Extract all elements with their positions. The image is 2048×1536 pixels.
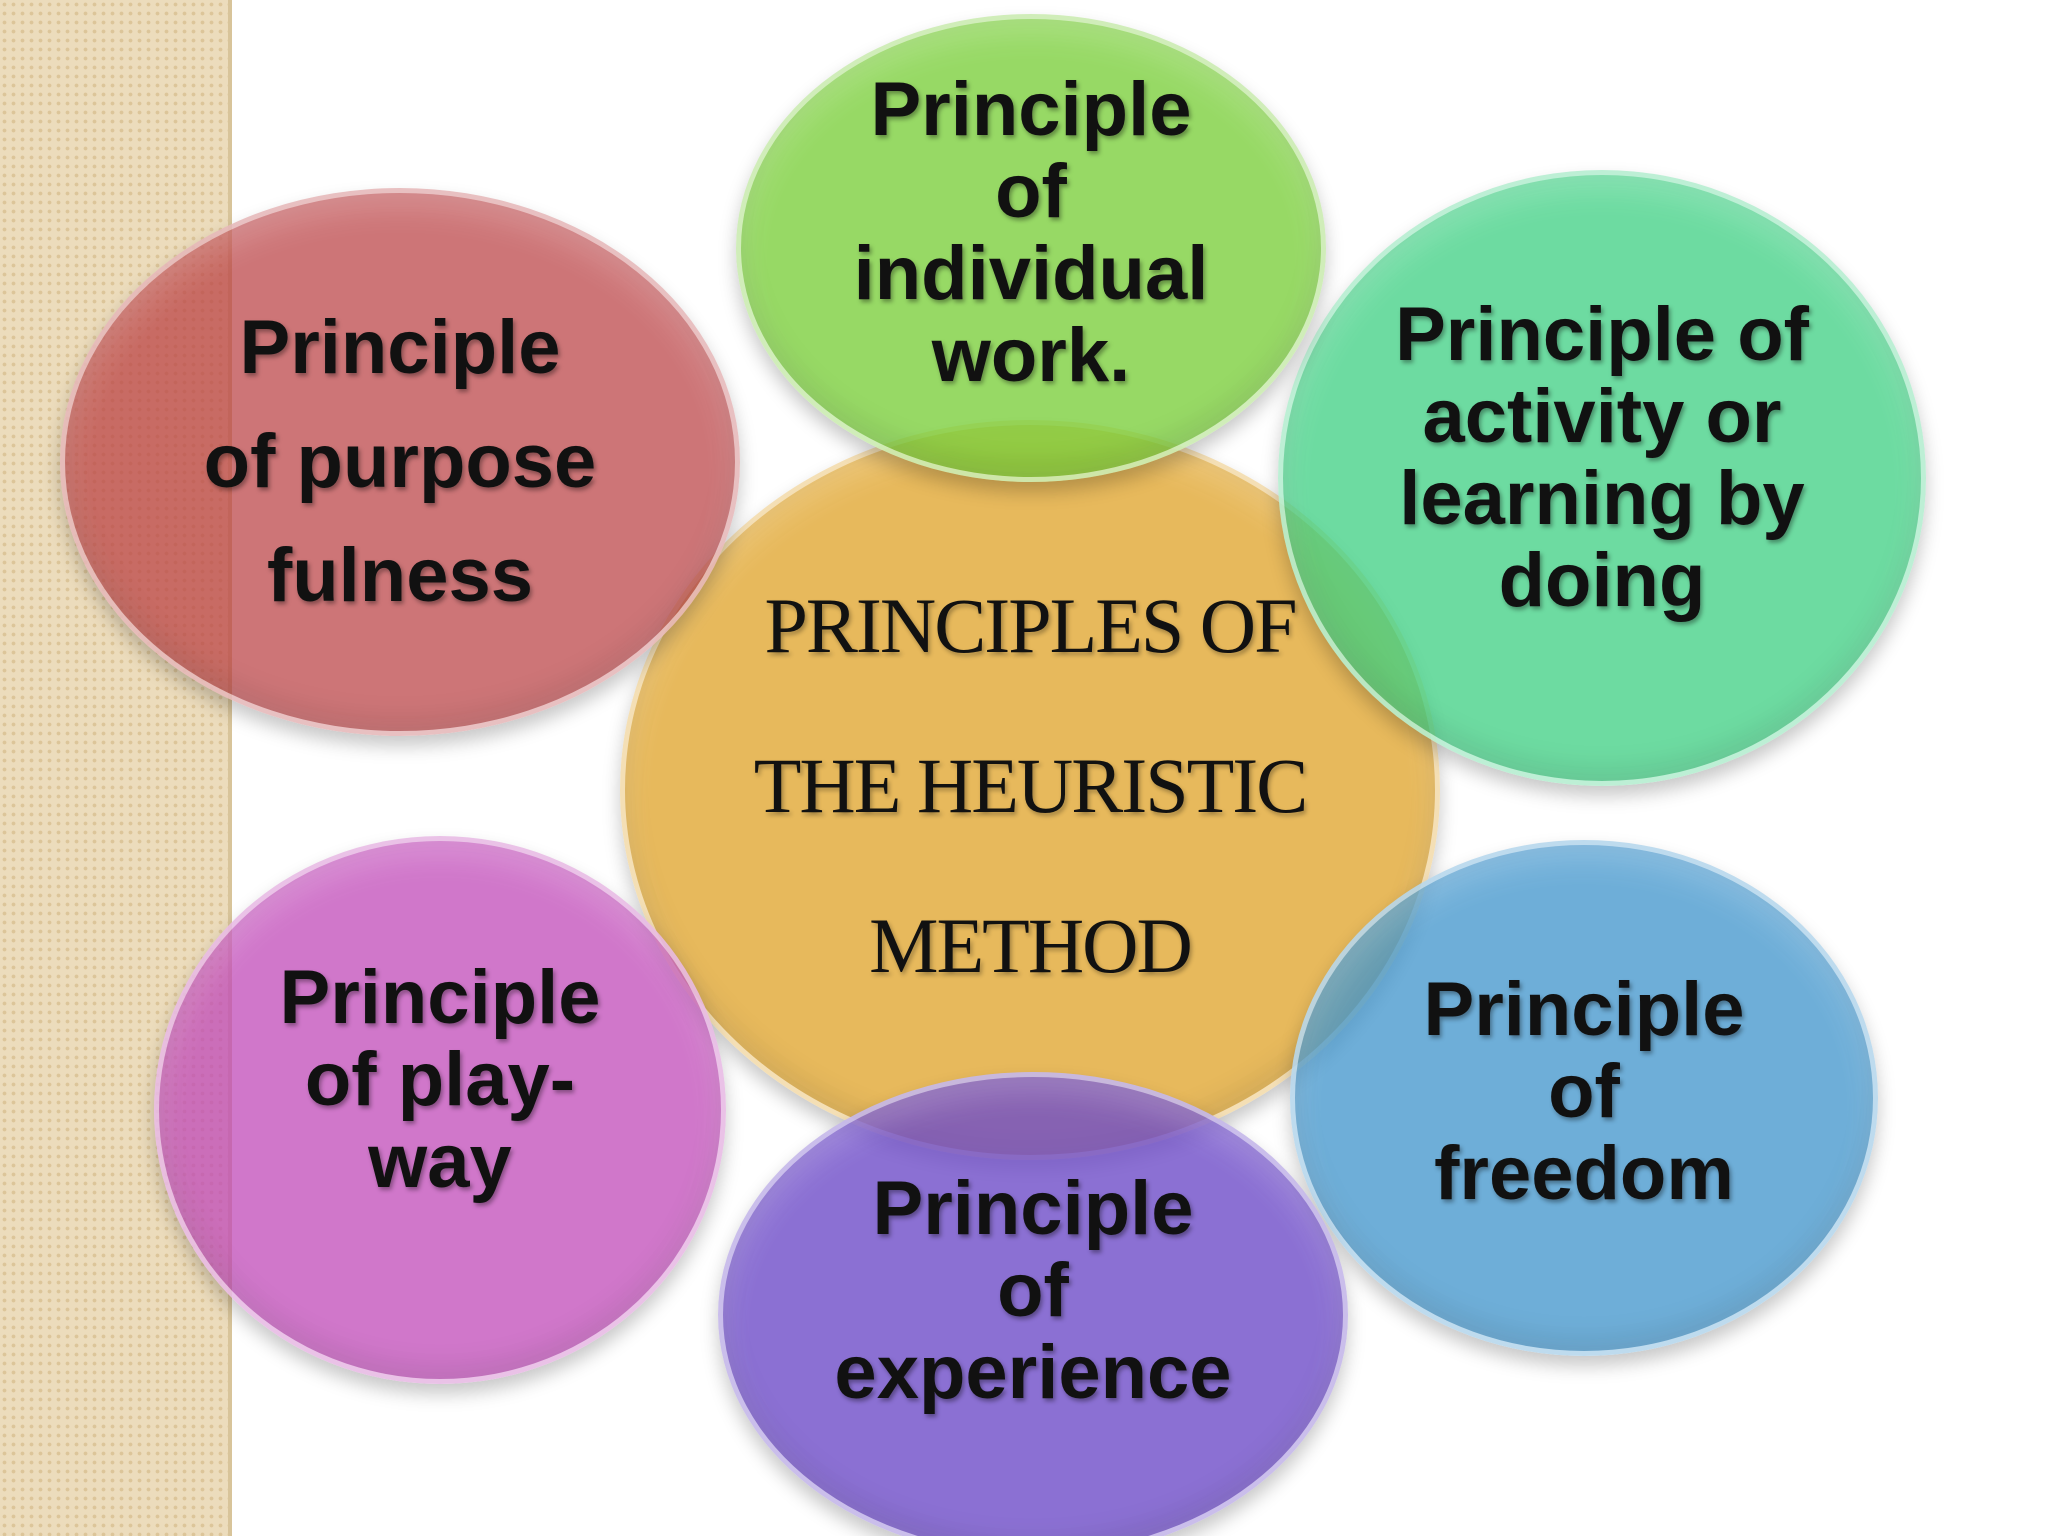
bubble-experience-line-2: of <box>997 1248 1069 1333</box>
bubble-activity-line-3: learning by <box>1399 456 1805 541</box>
bubble-activity-label: Principle of activity or learning by doi… <box>1395 294 1809 622</box>
bubble-principle-of-purposefulness: Principle of purpose fulness <box>60 188 740 736</box>
bubble-principle-of-freedom: Principle of freedom <box>1290 840 1878 1356</box>
bubble-playway-label: Principle of play- way <box>280 957 601 1203</box>
center-title-line-2: THE HEURISTIC <box>753 742 1308 829</box>
bubble-individual-line-4: work. <box>931 313 1131 398</box>
bubble-freedom-label: Principle of freedom <box>1424 969 1745 1215</box>
side-strip-border <box>228 0 232 1536</box>
bubble-activity-line-1: Principle of <box>1395 292 1809 377</box>
bubble-experience-label: Principle of experience <box>834 1168 1231 1414</box>
bubble-experience-line-1: Principle <box>872 1166 1194 1251</box>
bubble-playway-line-3: way <box>368 1119 512 1204</box>
bubble-activity-line-2: activity or <box>1422 374 1782 459</box>
bubble-purpose-line-1: Principle <box>239 305 561 390</box>
bubble-playway-line-2: of play- <box>304 1037 576 1122</box>
bubble-experience-line-3: experience <box>834 1330 1232 1415</box>
center-title-line-1: PRINCIPLES OF <box>764 582 1298 669</box>
bubble-principle-of-experience: Principle of experience <box>718 1072 1348 1536</box>
bubble-individual-line-2: of <box>995 149 1067 234</box>
bubble-freedom-line-3: freedom <box>1434 1131 1734 1216</box>
bubble-individual-label: Principle of individual work. <box>854 69 1209 397</box>
bubble-individual-line-3: individual <box>853 231 1209 316</box>
bubble-principle-of-activity: Principle of activity or learning by doi… <box>1278 170 1926 786</box>
bubble-activity-line-4: doing <box>1498 538 1706 623</box>
bubble-principle-of-play-way: Principle of play- way <box>154 836 726 1384</box>
bubble-freedom-line-1: Principle <box>1423 967 1745 1052</box>
center-title: PRINCIPLES OF THE HEURISTIC METHOD <box>753 546 1308 1026</box>
bubble-individual-line-1: Principle <box>870 67 1192 152</box>
bubble-purpose-line-2: of purpose <box>203 419 597 504</box>
bubble-principle-of-individual-work: Principle of individual work. <box>736 14 1326 482</box>
center-title-line-3: METHOD <box>869 902 1193 989</box>
bubble-purpose-label: Principle of purpose fulness <box>204 291 597 633</box>
bubble-playway-line-1: Principle <box>279 955 601 1040</box>
bubble-purpose-line-3: fulness <box>266 533 534 618</box>
decorative-side-strip <box>0 0 228 1536</box>
bubble-freedom-line-2: of <box>1548 1049 1620 1134</box>
